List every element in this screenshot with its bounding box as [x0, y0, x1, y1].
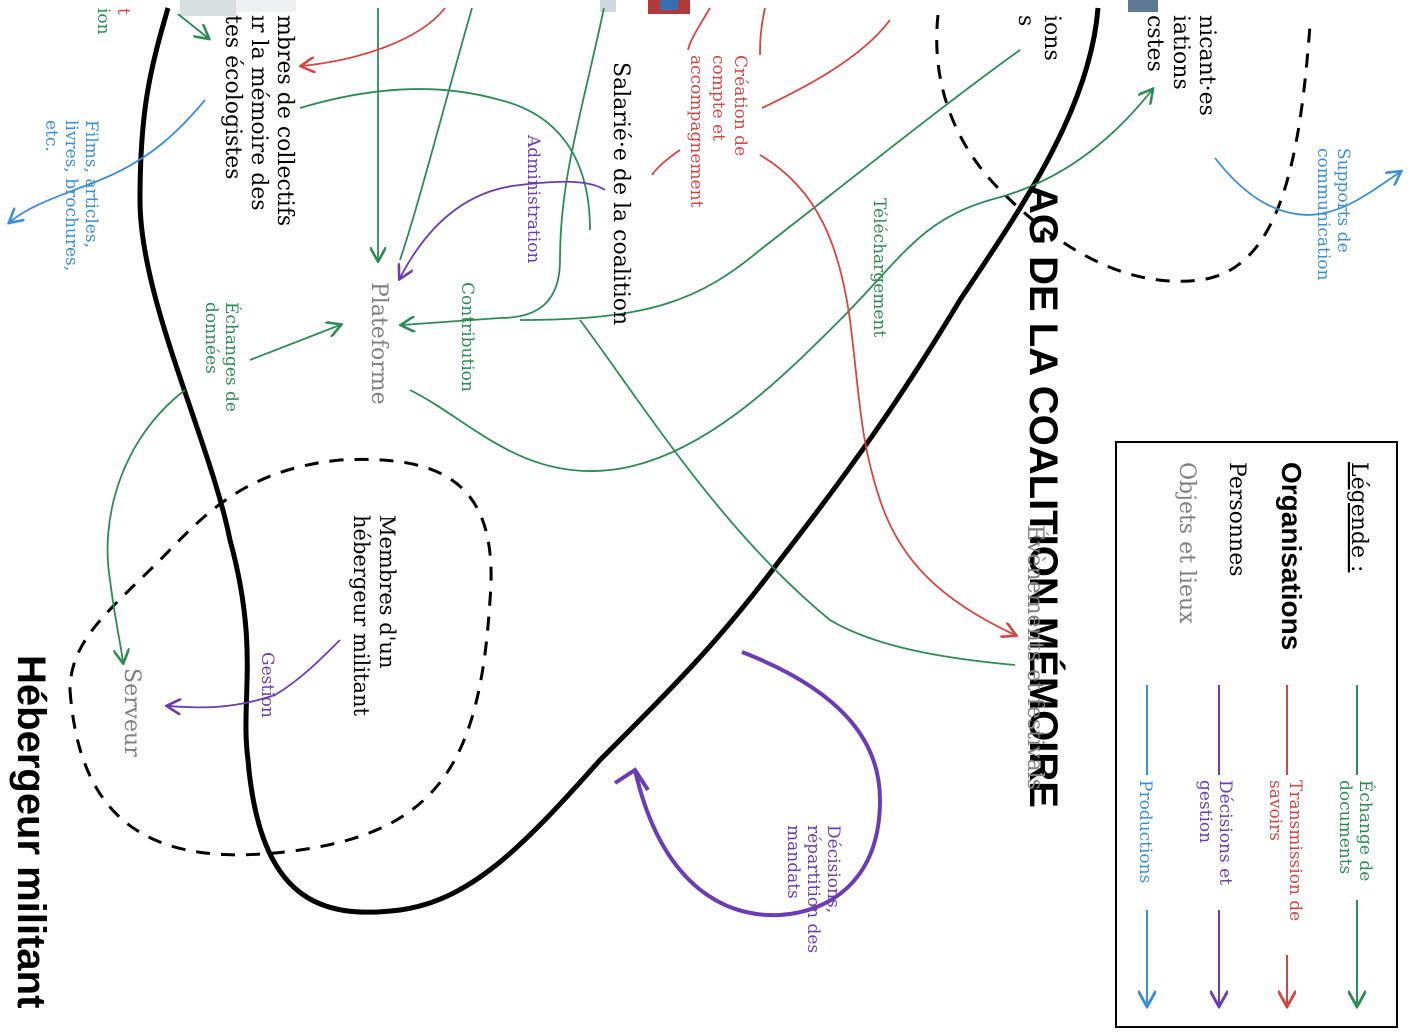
legend-green-line-2: documents [1335, 780, 1355, 874]
membres-collectifs-line-3: tes écologistes [220, 15, 245, 180]
membres-hebergeur-line-2: hébergeur militant [349, 515, 373, 717]
right-dashed-boundary [935, 14, 1312, 283]
gestion-label: Gestion [257, 652, 277, 718]
administration-label: Administration [523, 134, 543, 263]
decisions-line-1: Décisions, [823, 825, 843, 913]
partial-right-line-2: iations [1168, 15, 1193, 90]
legend-blue-line-1: Productions [1135, 780, 1155, 883]
contribution-label: Contribution [457, 282, 477, 392]
partial-left-line-1: t [113, 8, 133, 15]
legend-purple-line-2: gestion [1195, 780, 1215, 843]
decisions-line-2: répartition des [803, 825, 823, 953]
films-line-2: livres, brochures, [61, 120, 81, 271]
red-arrows [302, 7, 1015, 635]
green-arrows [106, 7, 1152, 665]
legend-red-line-1: Transmission de [1285, 780, 1305, 921]
partial-left-line-2: ion [93, 8, 113, 35]
films-line-3: etc. [41, 120, 61, 152]
legend-objets: Objets et lieux [1174, 462, 1199, 624]
legend-green-line-1: Échange de [1355, 780, 1376, 881]
evenements-label: Évènements et festivals [1022, 525, 1049, 790]
ag-coalition-boundary [137, 7, 1101, 915]
legend-purple-line-1: Décisions et [1215, 780, 1235, 885]
blue-arrows [10, 99, 1400, 222]
legend: Légende : Organisations Personnes Objets… [1115, 441, 1398, 1028]
partial-right-line-3: cstes [1142, 15, 1167, 72]
legend-organisations: Organisations [1276, 462, 1307, 650]
salarie-label: Salarié·e de la coalition [608, 62, 633, 325]
hebergeur-boundary [68, 457, 493, 857]
echanges-line-1: Échanges de [221, 302, 242, 412]
top-image-fragments [180, 0, 1158, 16]
hebergeur-militant-label: Hébergeur militant [9, 655, 53, 1008]
echanges-line-2: données [201, 302, 221, 374]
serveur-label: Serveur [119, 668, 144, 757]
partial-right-line-1: nicant·es [1194, 15, 1219, 116]
telechargement-label: Téléchargement [869, 198, 889, 337]
supports-line-2: communication [1313, 148, 1333, 280]
creation-line-3: accompagnement [686, 55, 706, 208]
membres-collectifs-line-2: ır la mémoire des [246, 15, 271, 211]
legend-title: Légende : [1346, 462, 1371, 572]
creation-line-1: Création de [730, 55, 750, 156]
decisions-line-3: mandats [783, 825, 803, 899]
supports-line-1: Supports de [1333, 148, 1353, 253]
plateforme-label: Plateforme [366, 282, 391, 405]
partial-top-line-2: s [1013, 15, 1038, 26]
partial-top-line-1: ions [1039, 15, 1064, 61]
creation-line-2: compte et [708, 55, 728, 141]
legend-red-line-2: savoirs [1265, 780, 1285, 841]
purple-arrows [168, 180, 883, 918]
films-line-1: Films, articles, [81, 120, 101, 248]
membres-hebergeur-line-1: Membres d'un [375, 515, 399, 668]
membres-collectifs-line-1: mbres de collectifs [272, 15, 297, 226]
legend-personnes: Personnes [1224, 462, 1249, 577]
ag-coalition-label: AG DE LA COALITION MÉMOIRE [1021, 185, 1066, 808]
